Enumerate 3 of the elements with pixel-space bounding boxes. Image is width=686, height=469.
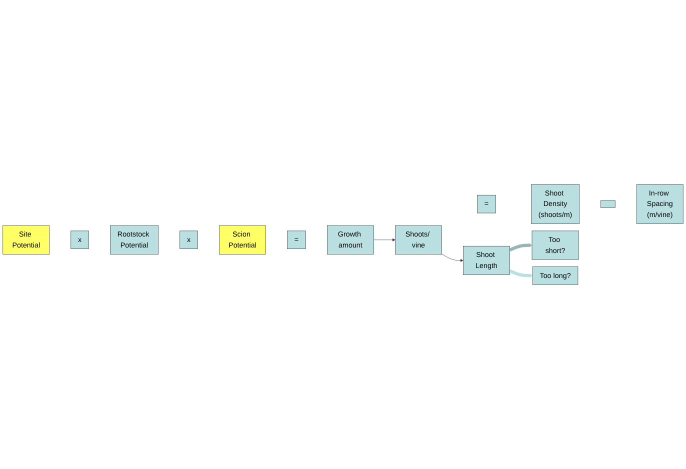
arrow (509, 269, 533, 278)
arrow (509, 244, 532, 252)
node-box (600, 200, 616, 208)
